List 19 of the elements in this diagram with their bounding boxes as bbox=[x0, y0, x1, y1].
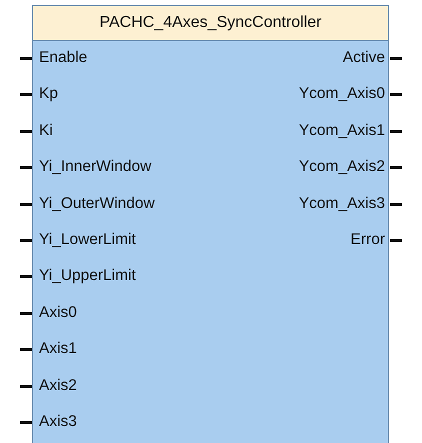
input-pin-label: Ki bbox=[39, 122, 53, 140]
input-pin-label: Yi_UpperLimit bbox=[39, 267, 136, 286]
output-pin-label: Ycom_Axis0 bbox=[298, 85, 385, 104]
output-pin-label: Ycom_Axis2 bbox=[298, 158, 385, 176]
input-pin-label: Kp bbox=[39, 85, 58, 104]
input-pin-label: Axis1 bbox=[39, 340, 77, 358]
output-pin-label: Ycom_Axis3 bbox=[298, 194, 385, 213]
input-pin-label: Axis2 bbox=[39, 376, 77, 395]
output-pin-label: Active bbox=[342, 49, 385, 67]
input-pin-label: Yi_InnerWindow bbox=[39, 158, 152, 176]
input-pin-label: Axis0 bbox=[39, 304, 77, 322]
output-pin-label: Ycom_Axis1 bbox=[298, 122, 385, 140]
input-pin-label: Axis3 bbox=[39, 413, 77, 431]
function-block bbox=[32, 5, 389, 443]
output-pin-label: Error bbox=[350, 231, 385, 249]
input-pin-label: Enable bbox=[39, 49, 88, 67]
block-title: PACHC_4Axes_SyncController bbox=[33, 6, 388, 41]
input-pin-label: Yi_LowerLimit bbox=[39, 231, 136, 249]
input-pin-label: Yi_OuterWindow bbox=[39, 194, 155, 213]
